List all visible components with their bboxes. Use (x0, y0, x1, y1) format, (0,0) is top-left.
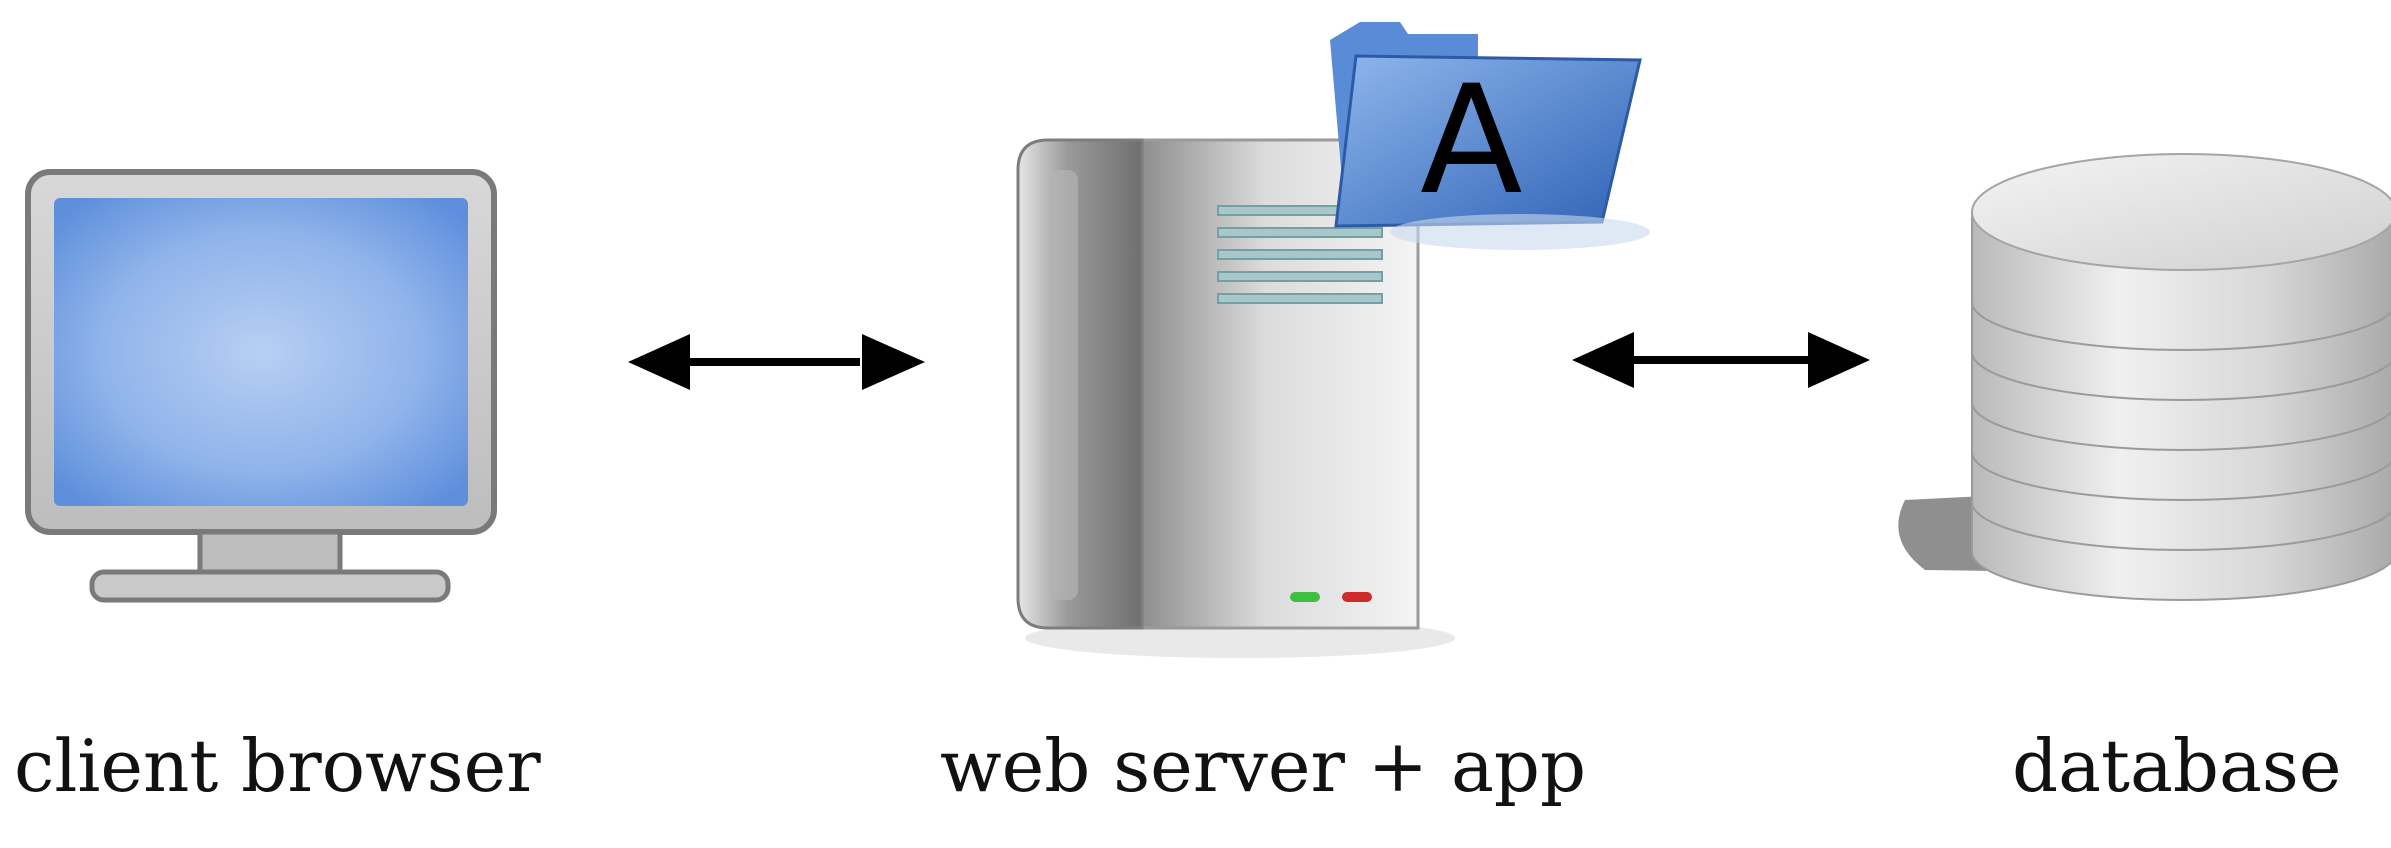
led-green (1290, 592, 1320, 602)
server-icon: A (1016, 22, 1650, 658)
folder-icon: A (1330, 22, 1650, 250)
folder-badge-letter: A (1420, 54, 1523, 228)
bidirectional-arrow-client-server (628, 334, 925, 390)
database-platters (1971, 153, 2391, 601)
monitor-icon (25, 169, 497, 603)
led-red (1342, 592, 1372, 602)
server-vents (1217, 205, 1383, 304)
database-label: database (2012, 724, 2342, 808)
web-server-label: web server + app (940, 724, 1587, 808)
database-icon (1898, 153, 2391, 601)
bidirectional-arrow-server-database (1572, 332, 1870, 388)
client-browser-label: client browser (14, 724, 541, 808)
